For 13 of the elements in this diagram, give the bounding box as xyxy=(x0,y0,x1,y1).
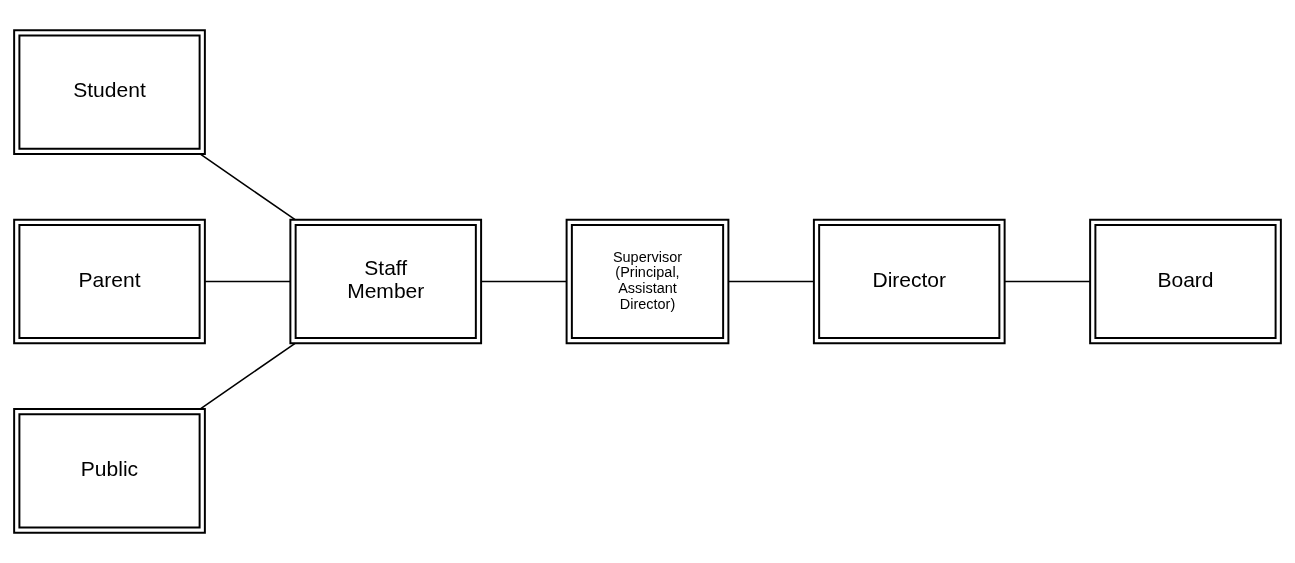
connector xyxy=(480,280,568,283)
node-box: Supervisor (Principal, Assistant Director) xyxy=(565,218,730,345)
node-box: Parent xyxy=(13,218,206,345)
connector xyxy=(1003,280,1091,283)
connector xyxy=(727,280,815,283)
connector xyxy=(199,342,296,410)
node-box: Staff Member xyxy=(289,218,483,345)
node-box: Board xyxy=(1089,218,1282,345)
connector xyxy=(199,153,296,221)
connector xyxy=(204,280,291,283)
node-box: Public xyxy=(13,408,206,534)
node-box: Student xyxy=(13,29,206,155)
node-box: Director xyxy=(812,218,1006,345)
